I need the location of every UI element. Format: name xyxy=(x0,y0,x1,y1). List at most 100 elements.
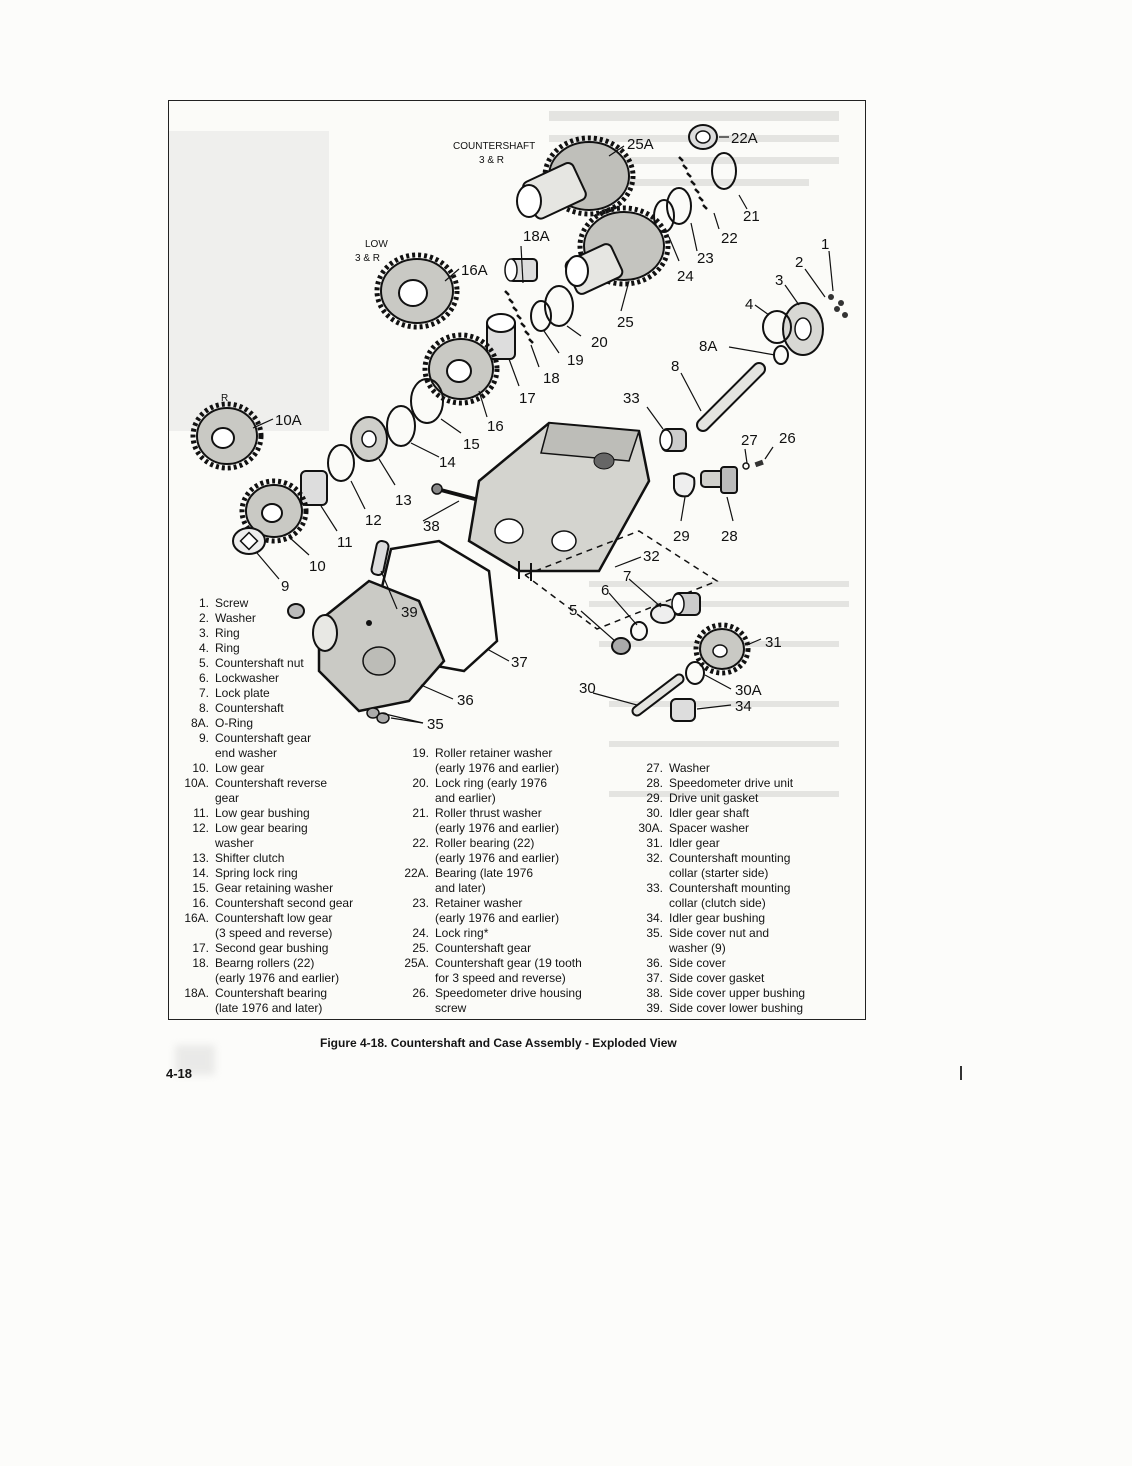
oring-8a xyxy=(773,345,789,365)
figure-caption: Figure 4-18. Countershaft and Case Assem… xyxy=(320,1036,677,1050)
callout-34: 34 xyxy=(735,698,752,715)
transmission-case xyxy=(467,421,651,581)
callout-22: 22 xyxy=(721,230,738,247)
legend-item: 16A.Countershaft low gear (3 speed and r… xyxy=(184,911,333,940)
callout-31: 31 xyxy=(765,634,782,651)
callout-23: 23 xyxy=(697,250,714,267)
callout-21: 21 xyxy=(743,208,760,225)
callout-10: 10 xyxy=(309,558,326,575)
legend-item: 34.Idler gear bushing xyxy=(646,911,766,925)
legend-item: 30A.Spacer washer xyxy=(638,821,750,835)
washer-9 xyxy=(232,527,266,555)
rollers-18 xyxy=(504,290,534,344)
scan-blot xyxy=(175,1045,215,1075)
callout-4: 4 xyxy=(745,296,753,313)
legend-item: 36.Side cover xyxy=(646,956,726,970)
callout-18: 18 xyxy=(543,370,560,387)
callout-25: 25 xyxy=(617,314,634,331)
legend-item: 12.Low gear bearing washer xyxy=(192,821,308,850)
callout-8a: 8A xyxy=(699,338,717,355)
legend-item: 1.Screw xyxy=(198,596,249,610)
legend-item: 9.Countershaft gear end washer xyxy=(198,731,312,760)
legend-item: 27.Washer xyxy=(646,761,710,775)
legend-item: 32.Countershaft mounting collar (starter… xyxy=(646,851,791,880)
gear-25 xyxy=(564,205,671,295)
legend-item: 7.Lock plate xyxy=(198,686,270,700)
legend-column-2: 19.Roller retainer washer (early 1976 an… xyxy=(397,746,617,1016)
legend-item: 21.Roller thrust washer (early 1976 and … xyxy=(412,806,560,835)
bearing-18a xyxy=(504,258,538,282)
legend-item: 15.Gear retaining washer xyxy=(192,881,334,895)
callout-35: 35 xyxy=(427,716,444,733)
legend-item: 18A.Countershaft bearing (late 1976 and … xyxy=(184,986,328,1015)
cover-plug xyxy=(287,603,305,619)
shifter-clutch-13 xyxy=(350,416,388,462)
gear-16 xyxy=(422,332,500,406)
countershaft-sub: 3 & R xyxy=(479,155,504,166)
callout-7: 7 xyxy=(623,568,631,585)
legend-item: 5.Countershaft nut xyxy=(198,656,304,670)
margin-mark xyxy=(960,1066,962,1080)
idler-gear-31 xyxy=(693,622,751,676)
bushing-11 xyxy=(300,470,328,506)
idler-shaft-30 xyxy=(631,673,685,717)
bushing-17 xyxy=(486,313,516,360)
callout-30a: 30A xyxy=(735,682,762,699)
legend-item: 8.Countershaft xyxy=(198,701,284,715)
callout-13: 13 xyxy=(395,492,412,509)
legend-item: 8A.O-Ring xyxy=(190,716,254,730)
side-cover-36 xyxy=(312,579,446,713)
bolt-38 xyxy=(431,483,476,501)
low-sub: 3 & R xyxy=(355,253,380,264)
legend-item: 16.Countershaft second gear xyxy=(192,896,354,910)
gasket-29 xyxy=(673,472,696,498)
callout-20: 20 xyxy=(591,334,608,351)
callout-3: 3 xyxy=(775,272,783,289)
leader-lines xyxy=(252,136,834,724)
callout-17: 17 xyxy=(519,390,536,407)
legend-item: 24.Lock ring* xyxy=(412,926,489,940)
legend-item: 25.Countershaft gear xyxy=(412,941,532,955)
callout-8: 8 xyxy=(671,358,679,375)
legend-item: 13.Shifter clutch xyxy=(192,851,285,865)
callout-9: 9 xyxy=(281,578,289,595)
callout-29: 29 xyxy=(673,528,690,545)
legend-item: 3.Ring xyxy=(198,626,240,640)
retainer-23 xyxy=(666,187,692,225)
ring-4 xyxy=(762,310,792,344)
rollers-22 xyxy=(678,156,708,210)
dashed-outline xyxy=(524,530,719,630)
callout-27: 27 xyxy=(741,432,758,449)
washer-27 xyxy=(742,462,750,470)
callout-2: 2 xyxy=(795,254,803,271)
callout-38: 38 xyxy=(423,518,440,535)
legend-item: 18.Bearng rollers (22) (early 1976 and e… xyxy=(192,956,340,985)
spacer-30a xyxy=(685,661,705,685)
legend-item: 28.Speedometer drive unit xyxy=(646,776,794,790)
ring-3 xyxy=(782,302,824,356)
callout-32: 32 xyxy=(643,548,660,565)
gear-16a xyxy=(374,252,460,330)
callout-28: 28 xyxy=(721,528,738,545)
legend-item: 22.Roller bearing (22) (early 1976 and e… xyxy=(412,836,560,865)
callout-30: 30 xyxy=(579,680,596,697)
bushing-34 xyxy=(670,698,696,722)
legend-item: 30.Idler gear shaft xyxy=(646,806,750,820)
callout-18a: 18A xyxy=(523,228,550,245)
legend-item: 39.Side cover lower bushing xyxy=(646,1001,804,1015)
legend-item: 14.Spring lock ring xyxy=(192,866,298,880)
callout-24: 24 xyxy=(677,268,694,285)
legend-column-1: 1.Screw 2.Washer 3.Ring 4.Ring 5.Counter… xyxy=(177,596,397,1016)
callout-1: 1 xyxy=(821,236,829,253)
r-label: R xyxy=(221,393,228,404)
legend-item: 10.Low gear xyxy=(192,761,265,775)
gear-25a xyxy=(516,135,636,220)
callout-19: 19 xyxy=(567,352,584,369)
callout-33: 33 xyxy=(623,390,640,407)
page-number: 4-18 xyxy=(166,1066,193,1081)
callout-36: 36 xyxy=(457,692,474,709)
washer-19 xyxy=(530,300,552,332)
nut-5 xyxy=(611,637,631,655)
callout-39: 39 xyxy=(401,604,418,621)
callout-14: 14 xyxy=(439,454,456,471)
